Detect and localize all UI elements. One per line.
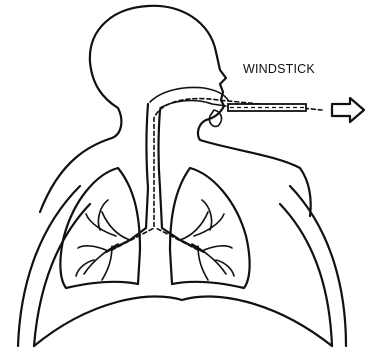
trachea-left-wall (106, 104, 148, 252)
windstick-label: WINDSTICK (243, 62, 315, 76)
diaphragm (34, 296, 332, 346)
chest-wall-inner (34, 204, 332, 346)
right-bronchi (180, 200, 234, 280)
airflow-path (112, 99, 322, 250)
windstick-tube (228, 104, 306, 111)
airflow-path-right (156, 228, 198, 250)
airflow-arrow (332, 98, 364, 122)
